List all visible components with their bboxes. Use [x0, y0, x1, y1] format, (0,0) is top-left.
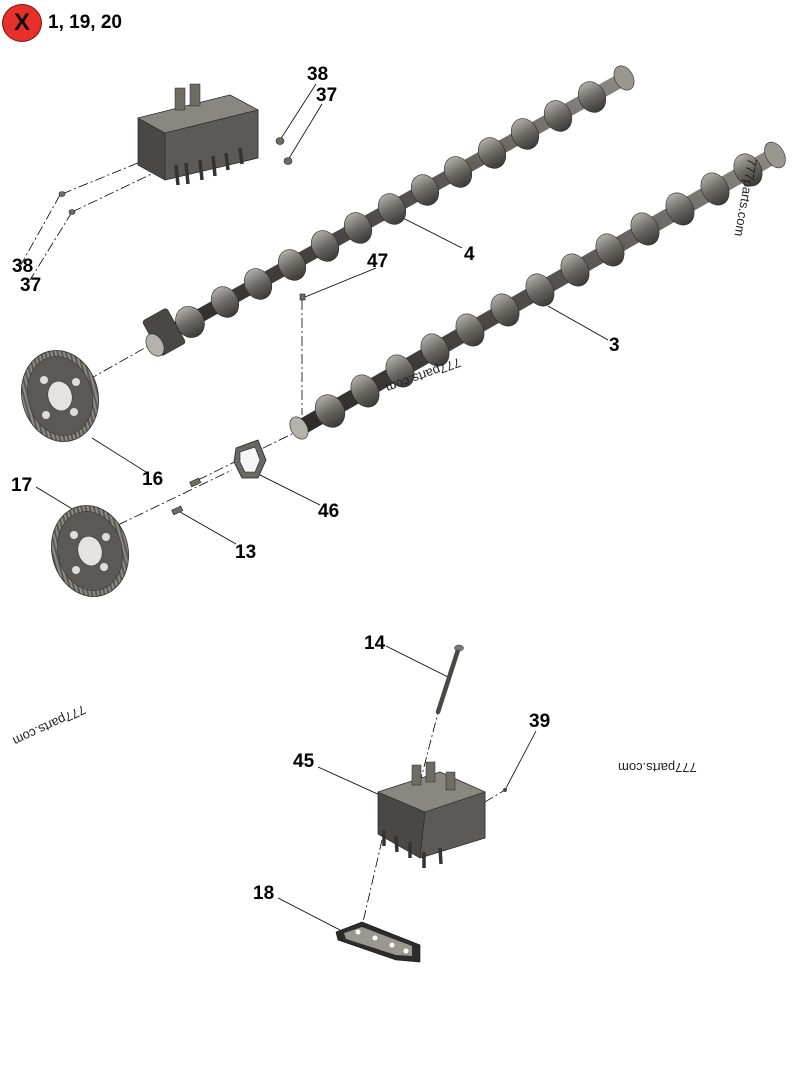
gear-16: [21, 350, 99, 442]
seal-46: [233, 439, 267, 479]
callout-13: 13: [235, 542, 257, 563]
callout-38-top: 38: [307, 64, 329, 85]
camshaft-3: [289, 141, 786, 440]
callout-47: 47: [367, 251, 389, 272]
gear-17: [51, 505, 129, 597]
bolt-14: [435, 644, 464, 715]
callout-39: 39: [529, 711, 551, 732]
camshaft-4: [142, 65, 635, 357]
callout-16: 16: [142, 469, 164, 490]
leader-lines: [35, 83, 609, 931]
callout-46: 46: [318, 501, 340, 522]
callout-17: 17: [11, 475, 33, 496]
gasket-18: [335, 921, 421, 963]
callout-45: 45: [293, 751, 315, 772]
callout-37-top: 37: [316, 85, 338, 106]
cylinder-head-top: [137, 83, 259, 186]
excluded-items: 1, 19, 20: [48, 12, 122, 33]
small-parts: [58, 137, 306, 516]
callout-3: 3: [609, 335, 620, 356]
callout-38-left: 38: [12, 256, 34, 277]
exclusion-x-icon: X: [2, 4, 42, 42]
callout-18: 18: [253, 883, 275, 904]
callout-37-left: 37: [20, 275, 42, 296]
callout-4: 4: [464, 244, 475, 265]
watermark: 777parts.com: [618, 760, 697, 775]
cylinder-head-bottom: [377, 761, 507, 868]
callout-14: 14: [364, 633, 386, 654]
